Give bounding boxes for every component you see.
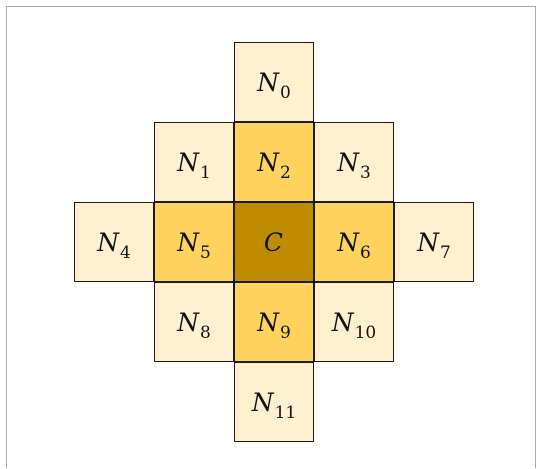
diagram-frame [6,6,536,468]
cell-label: N8 [177,307,211,343]
cell-label: N1 [177,147,211,183]
cell-label: N5 [177,227,211,263]
cell-label: N9 [257,307,291,343]
cell-n6: N6 [314,202,394,282]
cell-n7: N7 [394,202,474,282]
cell-n8: N8 [154,282,234,362]
cell-n0: N0 [234,42,314,122]
cell-label: N10 [331,307,377,343]
cell-n3: N3 [314,122,394,202]
cell-center: C [234,202,314,282]
cell-n1: N1 [154,122,234,202]
cell-label: C [263,227,284,257]
cell-n9: N9 [234,282,314,362]
cell-label: N11 [251,387,297,423]
cell-n10: N10 [314,282,394,362]
cell-n2: N2 [234,122,314,202]
cell-label: N2 [257,147,291,183]
cell-n5: N5 [154,202,234,282]
cell-label: N0 [257,67,291,103]
cell-label: N7 [417,227,451,263]
cell-n4: N4 [74,202,154,282]
cell-label: N4 [97,227,131,263]
cell-label: N3 [337,147,371,183]
cell-label: N6 [337,227,371,263]
cell-n11: N11 [234,362,314,442]
